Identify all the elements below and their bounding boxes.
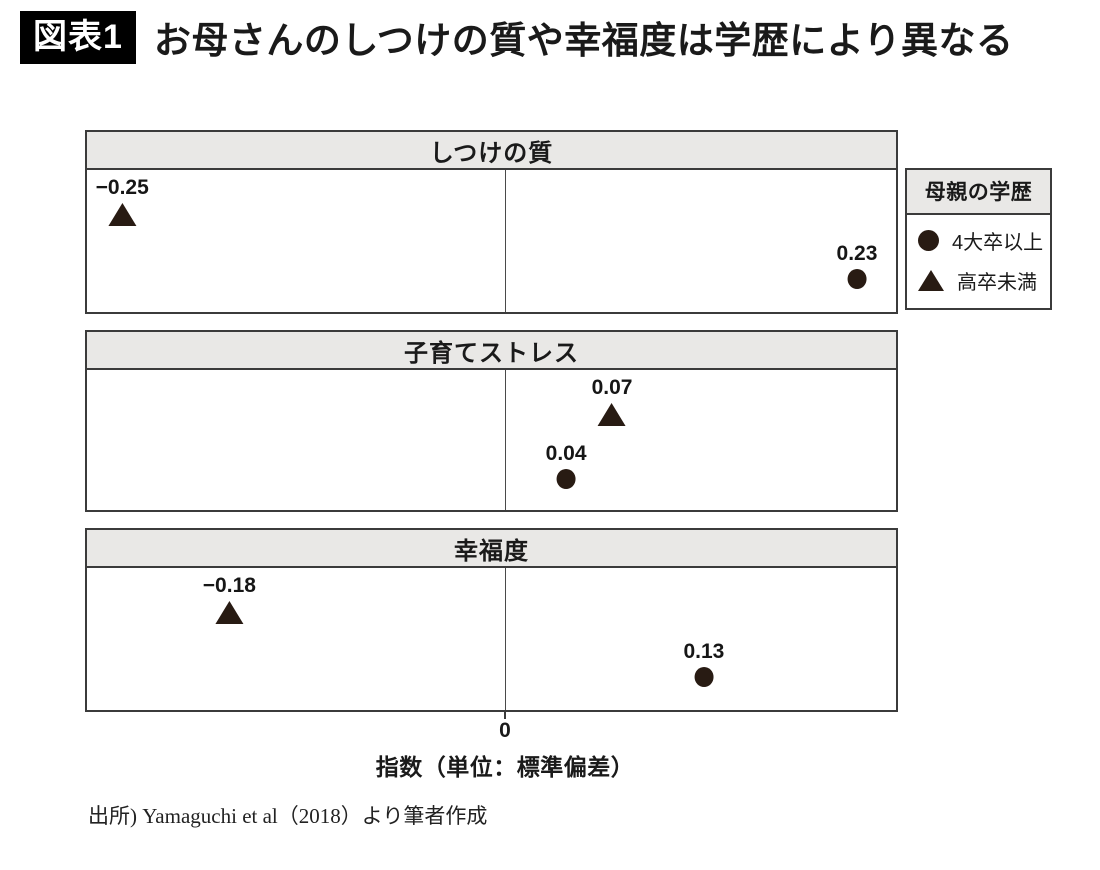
circle-marker-icon <box>847 269 867 290</box>
x-axis-zero-label: 0 <box>499 719 511 742</box>
circle-marker-icon <box>556 469 576 490</box>
figure-number-badge: 図表1 <box>20 10 136 64</box>
triangle-marker-icon <box>215 601 244 625</box>
data-point: 0.23 <box>836 242 878 290</box>
data-point-label: 0.07 <box>591 376 633 399</box>
x-axis-title: 指数（単位：標準偏差） <box>375 754 635 780</box>
panel-plot-area: −0.18 0.13 <box>87 568 896 710</box>
panel: 子育てストレス 0.07 0.04 <box>85 330 898 512</box>
figure-title: お母さんのしつけの質や幸福度は学歴により異なる <box>153 20 1014 61</box>
zero-reference-line <box>504 170 506 312</box>
legend-title: 母親の学歴 <box>907 170 1050 215</box>
data-point-label: 0.23 <box>836 242 878 265</box>
panel-plot-area: −0.25 0.23 <box>87 170 896 312</box>
circle-marker-icon <box>918 230 939 251</box>
triangle-marker-icon <box>108 203 137 227</box>
data-point: −0.25 <box>95 176 149 227</box>
data-point-label: −0.25 <box>95 176 149 199</box>
data-point-label: 0.04 <box>545 442 587 465</box>
panel: 幸福度 −0.18 0.13 <box>85 528 898 712</box>
data-point-label: 0.13 <box>683 640 725 663</box>
legend-items: 4大卒以上高卒未満 <box>907 215 1050 308</box>
data-point: 0.13 <box>683 640 725 688</box>
panel-title: 子育てストレス <box>87 332 896 370</box>
panel-title: 幸福度 <box>87 530 896 568</box>
legend-item: 4大卒以上 <box>918 226 1043 255</box>
zero-reference-line <box>504 370 506 510</box>
circle-marker-icon <box>694 667 714 688</box>
chart-legend: 母親の学歴 4大卒以上高卒未満 <box>905 168 1052 310</box>
data-point-label: −0.18 <box>202 574 256 597</box>
chart-panels: しつけの質 −0.25 0.23 子育てストレス 0.07 0.04 幸福度 −0.18 0.1… <box>85 0 898 720</box>
triangle-marker-icon <box>918 270 944 291</box>
panel-plot-area: 0.07 0.04 <box>87 370 896 510</box>
legend-item-label: 4大卒以上 <box>952 232 1044 254</box>
legend-item-label: 高卒未満 <box>957 272 1037 294</box>
source-note: 出所) Yamaguchi et al（2018）より筆者作成 <box>88 804 488 828</box>
data-point: 0.04 <box>545 442 587 490</box>
data-point: 0.07 <box>591 376 633 427</box>
data-point: −0.18 <box>202 574 256 625</box>
panel: しつけの質 −0.25 0.23 <box>85 130 898 314</box>
figure-header: 図表1 お母さんのしつけの質や幸福度は学歴により異なる <box>20 10 1013 64</box>
x-axis-zero-tick <box>504 712 506 719</box>
zero-reference-line <box>504 568 506 710</box>
triangle-marker-icon <box>598 403 627 427</box>
legend-item: 高卒未満 <box>918 266 1039 295</box>
panel-title: しつけの質 <box>87 132 896 170</box>
